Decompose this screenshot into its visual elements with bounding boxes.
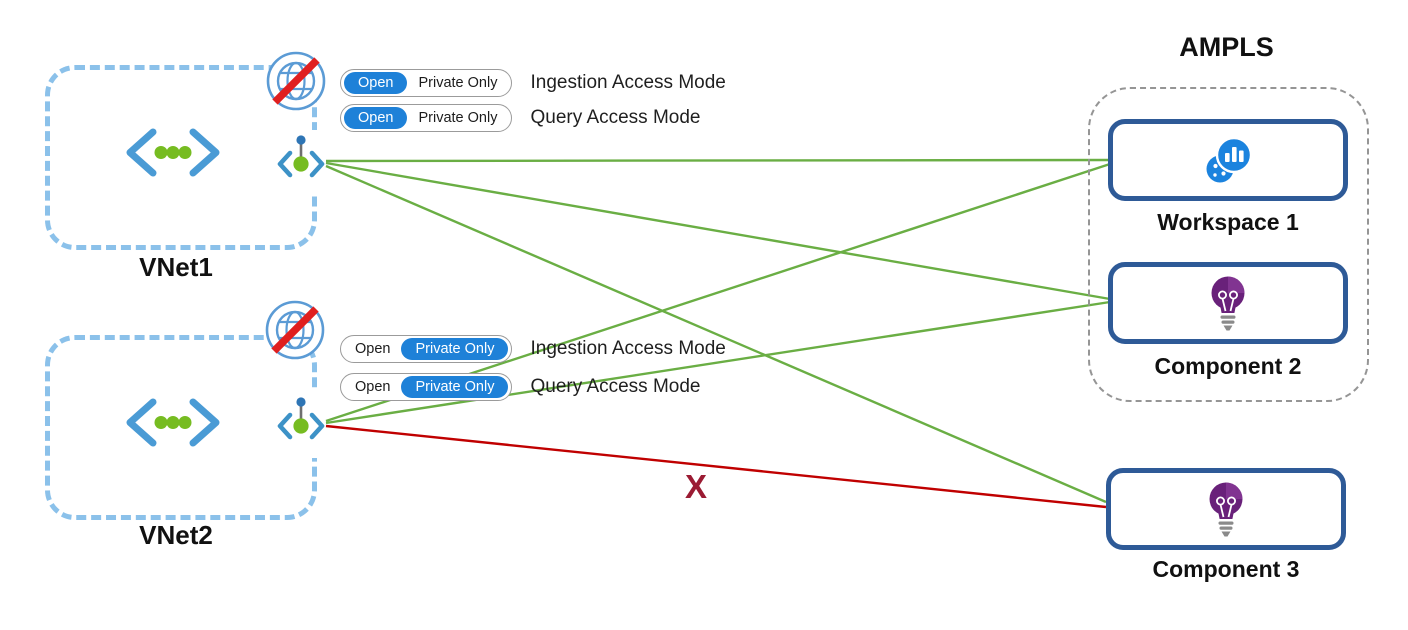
connection-vnet1-component3 xyxy=(325,164,1107,504)
vnet2-label: VNet2 xyxy=(139,520,213,550)
log-analytics-workspace-icon xyxy=(1201,133,1255,187)
ingestion-access-mode-label: Ingestion Access Mode xyxy=(530,72,726,93)
virtual-network-icon xyxy=(123,394,223,451)
component2-box xyxy=(1108,262,1348,344)
vnet1-ingestion-mode-row: Open Private Only Ingestion Access Mode xyxy=(340,69,726,97)
vnet1-query-mode-row: Open Private Only Query Access Mode xyxy=(340,104,701,132)
application-insights-icon xyxy=(1205,479,1247,539)
ampls-scope-boundary xyxy=(1088,87,1369,402)
toggle-option-open[interactable]: Open xyxy=(344,72,408,94)
toggle-option-open[interactable]: Open xyxy=(344,107,408,129)
component3-box xyxy=(1106,468,1346,550)
private-endpoint-icon xyxy=(277,130,325,196)
toggle-option-open[interactable]: Open xyxy=(355,341,391,357)
connection-vnet2-component2 xyxy=(325,300,1111,425)
toggle-option-open[interactable]: Open xyxy=(355,379,391,395)
vnet2-ingestion-mode-row: Open Private Only Ingestion Access Mode xyxy=(340,335,726,363)
query-access-mode-label: Query Access Mode xyxy=(530,107,701,128)
toggle-option-private-only[interactable]: Private Only xyxy=(401,376,509,398)
toggle-option-private-only[interactable]: Private Only xyxy=(418,75,498,91)
application-insights-icon xyxy=(1207,273,1249,333)
toggle-option-private-only[interactable]: Private Only xyxy=(418,110,498,126)
connection-vnet1-workspace1 xyxy=(325,158,1111,163)
vnet2-query-mode-row: Open Private Only Query Access Mode xyxy=(340,373,701,401)
virtual-network-icon xyxy=(123,124,223,181)
vnet1-label: VNet1 xyxy=(139,252,213,282)
workspace1-box xyxy=(1108,119,1348,201)
ingestion-access-mode-label: Ingestion Access Mode xyxy=(530,338,726,359)
vnet1-ingestion-access-toggle[interactable]: Open Private Only xyxy=(340,69,513,97)
component3-label: Component 3 xyxy=(1152,556,1300,582)
blocked-connection-x-marker: X xyxy=(684,468,707,505)
no-internet-globe-icon xyxy=(264,49,328,113)
vnet1-query-access-toggle[interactable]: Open Private Only xyxy=(340,104,513,132)
vnet2-query-access-toggle[interactable]: Open Private Only xyxy=(340,373,513,401)
connection-vnet1-component2 xyxy=(325,161,1111,301)
workspace1-label: Workspace 1 xyxy=(1157,209,1299,235)
ampls-title: AMPLS xyxy=(1179,32,1274,62)
toggle-option-private-only[interactable]: Private Only xyxy=(401,338,509,360)
no-internet-globe-icon xyxy=(263,298,327,362)
private-endpoint-icon xyxy=(277,392,325,458)
component2-label: Component 2 xyxy=(1154,353,1302,379)
connection-vnet2-component3-blocked xyxy=(325,424,1107,509)
vnet2-ingestion-access-toggle[interactable]: Open Private Only xyxy=(340,335,513,363)
query-access-mode-label: Query Access Mode xyxy=(530,376,701,397)
